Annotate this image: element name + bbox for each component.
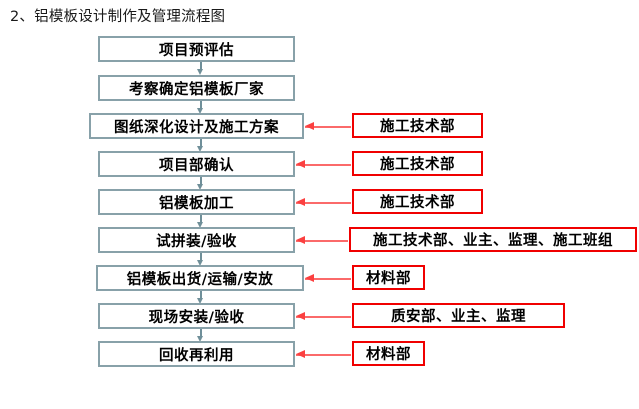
role-box-label: 材料部 xyxy=(366,271,411,287)
flow-node-project-pre-assessment[interactable]: 项目预评估 xyxy=(98,36,295,62)
flow-node-label: 项目预评估 xyxy=(159,42,234,59)
flow-node-survey-select-factory[interactable]: 考察确定铝模板厂家 xyxy=(98,75,295,101)
down-arrow-icon xyxy=(195,291,206,304)
left-arrow-icon-role-3 xyxy=(296,198,351,207)
left-arrow-icon-role-7 xyxy=(296,350,351,359)
role-box-label: 质安部、业主、监理 xyxy=(391,309,526,325)
role-box-label: 施工技术部 xyxy=(380,157,455,173)
flow-node-label: 回收再利用 xyxy=(159,347,234,364)
down-arrow-icon xyxy=(195,253,206,266)
flow-node-onsite-installation-acceptance[interactable]: 现场安装/验收 xyxy=(98,303,295,329)
flow-node-label: 现场安装/验收 xyxy=(148,309,245,326)
flow-node-label: 项目部确认 xyxy=(159,157,234,174)
role-box-materials-dept-2[interactable]: 材料部 xyxy=(352,341,425,366)
flow-node-label: 铝模板加工 xyxy=(159,195,234,212)
left-arrow-icon-role-5 xyxy=(305,274,351,283)
role-box-label: 材料部 xyxy=(366,347,411,363)
flow-node-trial-assembly-acceptance[interactable]: 试拼装/验收 xyxy=(98,227,295,253)
flow-node-label: 图纸深化设计及施工方案 xyxy=(114,119,279,136)
role-box-construction-tech-dept-3[interactable]: 施工技术部 xyxy=(352,189,483,214)
flow-node-shipment-transport-placement[interactable]: 铝模板出货/运输/安放 xyxy=(96,265,304,291)
role-box-label: 施工技术部、业主、监理、施工班组 xyxy=(373,233,613,249)
down-arrow-icon xyxy=(195,177,206,190)
left-arrow-icon-role-4 xyxy=(296,236,348,245)
role-box-materials-dept-1[interactable]: 材料部 xyxy=(352,265,425,290)
down-arrow-icon xyxy=(195,329,206,342)
role-box-construction-tech-dept-1[interactable]: 施工技术部 xyxy=(352,113,483,138)
flow-node-drawing-deepening-design[interactable]: 图纸深化设计及施工方案 xyxy=(89,113,304,139)
flow-node-label: 考察确定铝模板厂家 xyxy=(129,81,264,98)
role-box-label: 施工技术部 xyxy=(380,195,455,211)
flow-node-project-dept-confirm[interactable]: 项目部确认 xyxy=(98,151,295,177)
flow-node-recycle-reuse[interactable]: 回收再利用 xyxy=(98,341,295,367)
role-box-construction-tech-dept-2[interactable]: 施工技术部 xyxy=(352,151,483,176)
flow-node-aluminum-formwork-processing[interactable]: 铝模板加工 xyxy=(98,189,295,215)
flow-node-label: 铝模板出货/运输/安放 xyxy=(126,271,274,288)
down-arrow-icon xyxy=(195,139,206,152)
left-arrow-icon-role-2 xyxy=(296,160,351,169)
page-title: 2、铝模板设计制作及管理流程图 xyxy=(10,9,226,25)
down-arrow-icon xyxy=(195,215,206,228)
down-arrow-icon xyxy=(195,62,206,75)
left-arrow-icon-role-6 xyxy=(296,312,351,321)
role-box-label: 施工技术部 xyxy=(380,119,455,135)
role-box-tech-owner-supervisor-team[interactable]: 施工技术部、业主、监理、施工班组 xyxy=(349,227,637,252)
flow-node-label: 试拼装/验收 xyxy=(156,233,237,250)
left-arrow-icon-role-1 xyxy=(305,122,351,131)
down-arrow-icon xyxy=(195,101,206,114)
role-box-quality-safety-owner-supervisor[interactable]: 质安部、业主、监理 xyxy=(352,303,565,328)
